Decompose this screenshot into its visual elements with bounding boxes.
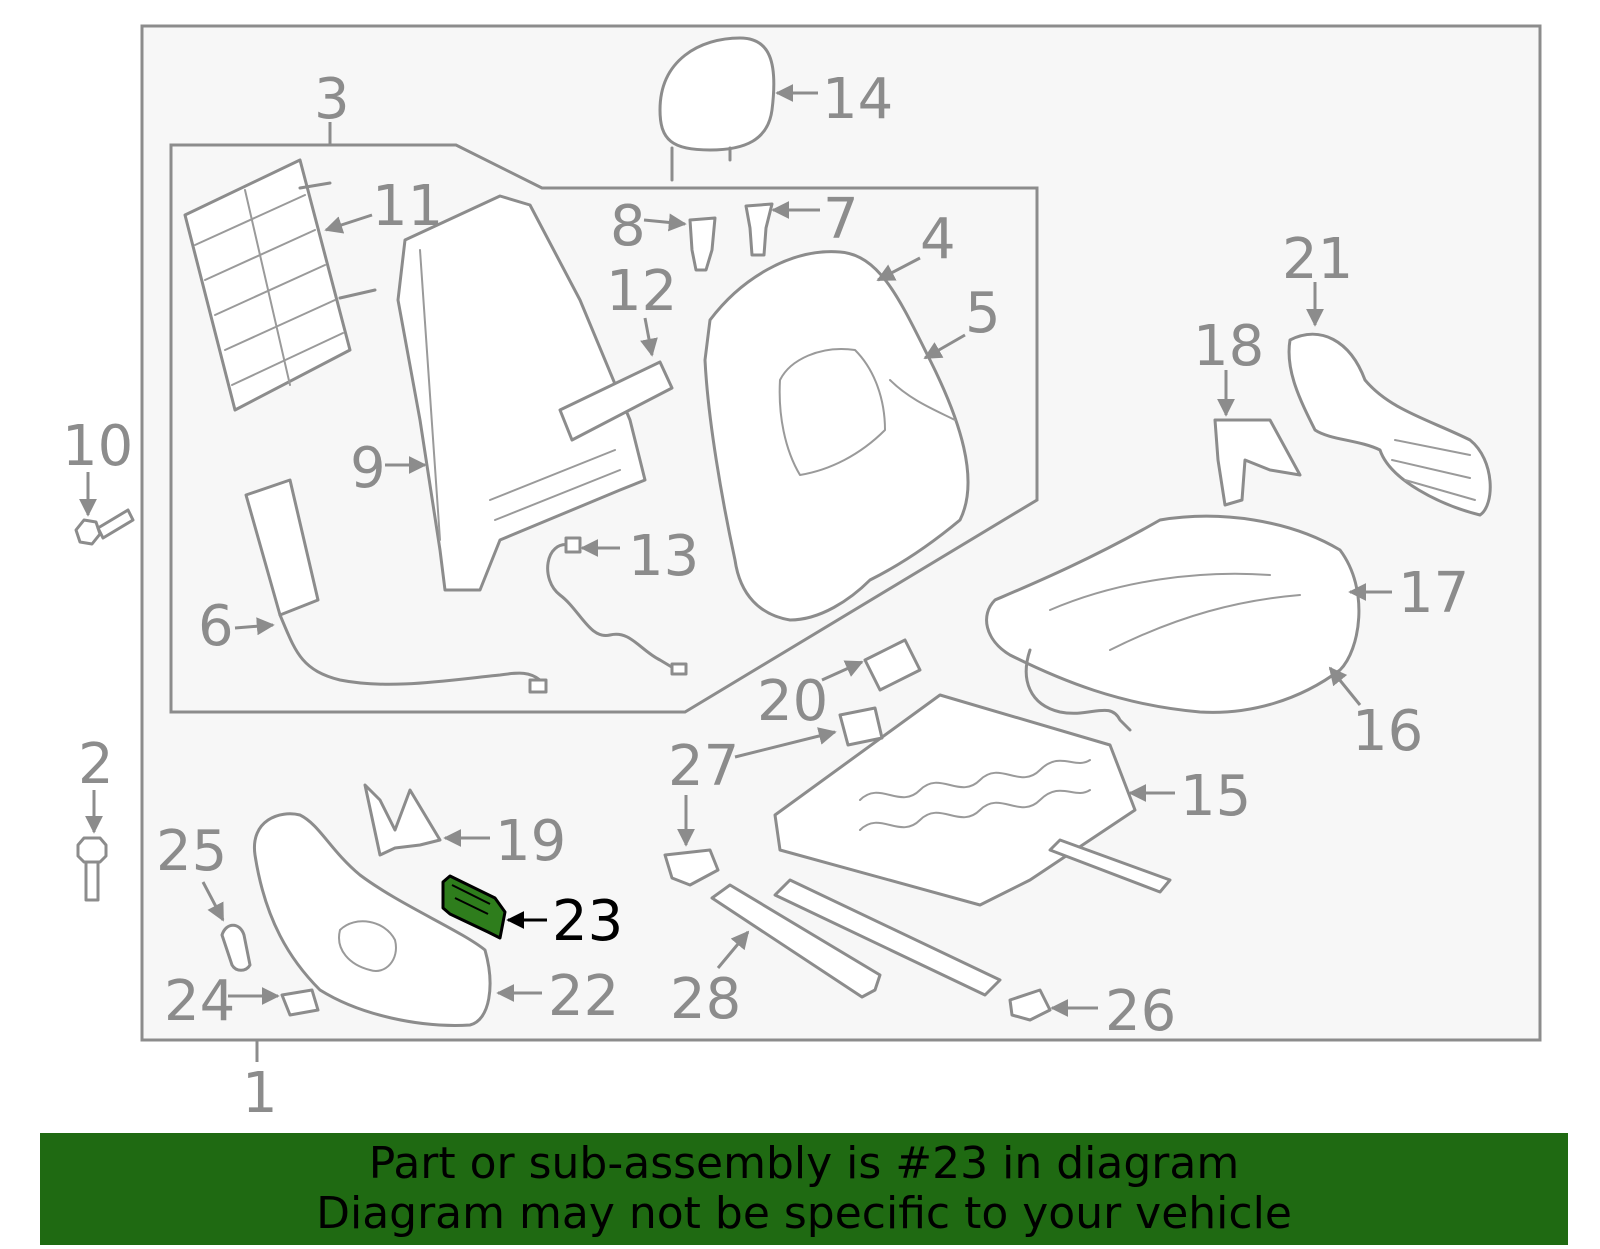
- callout-6: 6: [198, 594, 234, 659]
- seatback-subassembly-box: [169, 143, 1039, 714]
- callout-14: 14: [822, 67, 893, 132]
- rail-trim-28-drawing: [710, 883, 882, 999]
- info-banner: Part or sub-assembly is #23 in diagram D…: [40, 1133, 1568, 1245]
- callout-17: 17: [1398, 561, 1469, 626]
- headrest-drawing: [658, 36, 776, 182]
- callout-2: 2: [78, 732, 114, 797]
- bracket-19-drawing: [363, 783, 442, 857]
- callout-28: 28: [670, 967, 741, 1032]
- callout-1: 1: [242, 1061, 278, 1126]
- leader-6: [234, 617, 275, 636]
- leader-28: [716, 930, 750, 969]
- spring-mat-drawing: [183, 158, 377, 412]
- banner-line-2: Diagram may not be specific to your vehi…: [316, 1188, 1292, 1239]
- callout-5: 5: [965, 281, 1001, 346]
- callout-19: 19: [495, 809, 566, 874]
- callout-24: 24: [164, 969, 235, 1034]
- callout-18: 18: [1193, 314, 1264, 379]
- callout-9: 9: [350, 436, 386, 501]
- leader-11: [324, 213, 373, 234]
- leader-27: [734, 727, 837, 759]
- side-shield-21-drawing: [1287, 332, 1492, 517]
- part-23-highlighted-drawing: [441, 874, 507, 940]
- cushion-frame-drawing: [773, 693, 1172, 997]
- bracket-27-drawing: [838, 706, 884, 747]
- callout-12: 12: [606, 259, 677, 324]
- callout-4: 4: [920, 207, 956, 272]
- callout-23: 23: [552, 889, 623, 954]
- wiring-harness-drawing: [546, 536, 688, 676]
- callout-8: 8: [610, 194, 646, 259]
- callout-10: 10: [62, 414, 133, 479]
- callout-22: 22: [548, 964, 619, 1029]
- bolt-2-drawing: [76, 836, 108, 902]
- cap-26-drawing: [1008, 988, 1052, 1022]
- side-airbag-drawing: [244, 478, 548, 694]
- bracket-20-drawing: [863, 638, 922, 692]
- callout-3: 3: [314, 67, 350, 132]
- callout-21: 21: [1282, 227, 1353, 292]
- callout-16: 16: [1352, 699, 1423, 764]
- seatback-cushion-drawing: [703, 250, 970, 622]
- cover-18-drawing: [1213, 418, 1302, 507]
- bolt-10-drawing: [74, 508, 135, 546]
- callout-20: 20: [757, 669, 828, 734]
- callout-11: 11: [372, 174, 443, 239]
- seat-parts-diagram: 1 2 3 4 5 6 7 8 9 10 11 12 13 14 15 16 1…: [62, 24, 1542, 1126]
- knob-24-drawing: [280, 988, 320, 1017]
- leader-8: [643, 213, 687, 232]
- callout-13: 13: [628, 524, 699, 589]
- clip-near-27-drawing: [663, 848, 720, 887]
- callout-26: 26: [1105, 979, 1176, 1044]
- callout-7: 7: [823, 187, 859, 252]
- callout-25: 25: [156, 819, 227, 884]
- banner-line-1: Part or sub-assembly is #23 in diagram: [368, 1138, 1240, 1189]
- callout-15: 15: [1180, 764, 1251, 829]
- seatback-frame-drawing: [396, 194, 674, 592]
- leader-12: [640, 317, 658, 357]
- outer-shield-22-drawing: [253, 812, 492, 1027]
- leader-25: [201, 881, 225, 922]
- leader-20: [821, 660, 864, 682]
- leader-4: [876, 256, 921, 282]
- knob-25-drawing: [220, 923, 252, 972]
- leader-5: [923, 333, 966, 360]
- callout-27: 27: [668, 734, 739, 799]
- leader-16: [1328, 666, 1362, 706]
